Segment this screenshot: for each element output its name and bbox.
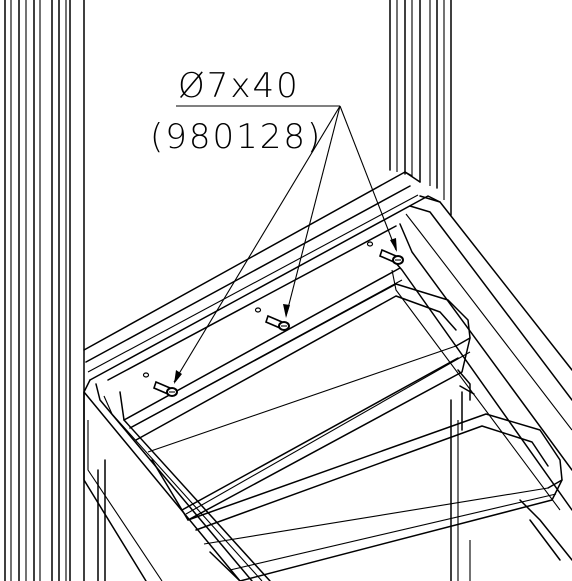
arrowhead-middle [283, 304, 290, 318]
lower-frame-details [457, 369, 572, 581]
left-frame-post [4, 0, 85, 581]
arrowhead-left [174, 370, 182, 384]
part-number-label: (980128) [150, 117, 322, 157]
left-lower-frame [97, 459, 106, 581]
left-stringer [83, 379, 271, 581]
pilot-hole-right [366, 241, 374, 247]
right-frame-post [389, 0, 459, 581]
screw-middle [265, 314, 290, 331]
screw-right [379, 248, 404, 265]
screw-left [153, 380, 178, 397]
screw-size-label: Ø7x40 [178, 66, 300, 106]
top-riser [107, 225, 403, 429]
pilot-holes [142, 241, 374, 378]
callout-leaders [173, 105, 397, 384]
pilot-hole-middle [254, 307, 262, 313]
tread-lower [187, 413, 563, 581]
arrowhead-right [390, 238, 397, 252]
tread-upper [129, 283, 471, 521]
pilot-hole-left [142, 372, 150, 378]
right-stringer [391, 195, 572, 511]
landing-edge [83, 171, 441, 381]
